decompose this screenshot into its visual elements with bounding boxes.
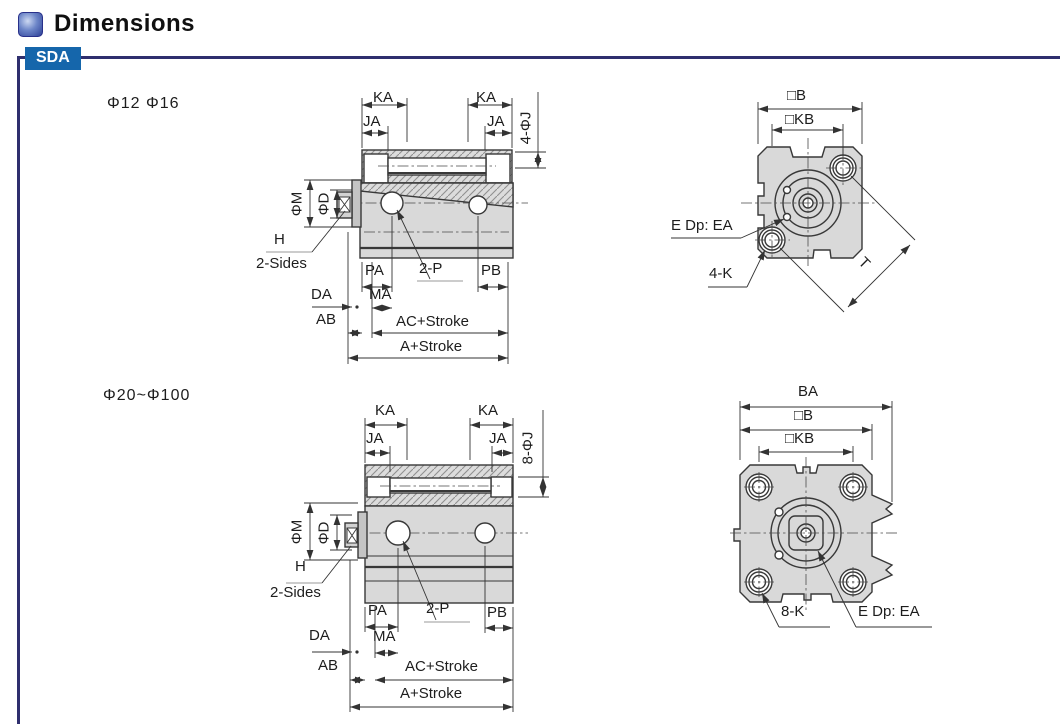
fig1-dim-square-kb: □KB [785,111,815,128]
fig2-dim-ba: BA [798,383,819,400]
fig1-dim-pb: PB [481,262,502,279]
page-title: Dimensions [54,10,196,37]
fig2-dim-ka-left: KA [375,402,396,419]
fig1-dim-phi-d: ΦD [315,192,333,216]
fig1-side-view [336,149,528,259]
fig2-dim-8-phi-j: 8-ΦJ [519,431,537,465]
fig2-callout-8-k: 8-K [781,603,805,620]
fig2-bore-range-title: Φ20~Φ100 [103,387,191,404]
fig1-front-dimensions [671,102,916,313]
fig1-cap-hole-right [485,153,511,184]
fig1-side-dimensions [266,92,546,364]
series-tab-sda: SDA [25,47,81,70]
fig1-dim-da: DA [311,286,332,303]
fig2-dim-a-stroke: A+Stroke [400,685,463,702]
fig2-side-dimensions [286,410,549,712]
fig2-dim-ac-stroke: AC+Stroke [405,658,478,675]
fig1-dim-phi-m: ΦM [288,191,306,217]
fig2-front-dimensions [739,401,932,628]
fig1-port-right [468,195,488,215]
fig1-callout-2-p: 2-P [419,260,443,277]
fig1-dim-ab: AB [316,311,337,328]
fig1-dim-ka-left: KA [373,89,394,106]
fig2-callout-2-p: 2-P [426,600,450,617]
fig2-dim-square-kb: □KB [785,430,815,447]
fig2-cylinder-body [364,505,514,604]
fig1-dim-pa: PA [365,262,384,279]
fig2-e-hole-bottom [774,550,784,560]
fig2-dim-pb: PB [487,604,508,621]
fig2-e-hole-top [774,507,784,517]
fig1-e-hole-top [782,185,792,195]
fig2-callout-e-depth: E Dp: EA [858,603,920,620]
fig1-e-hole-bottom [782,212,792,222]
fig2-note-2-sides: 2-Sides [270,584,321,601]
fig1-dim-t: T [854,253,874,273]
fig2-dim-ma: MA [373,628,396,645]
fig1-dim-ka-right: KA [476,89,497,106]
fig1-bore-range-title: Φ12 Φ16 [107,95,180,112]
fig2-dim-square-b: □B [794,407,814,424]
fig1-dim-ja-right: JA [487,113,505,130]
fig2-port-left [385,520,411,546]
fig2-dim-ab: AB [318,657,339,674]
fig2-cap-channel [389,477,492,494]
section-header: Dimensions [18,10,195,38]
fig2-dim-h: H [295,558,306,575]
fig1-callout-4-k: 4-K [709,265,733,282]
fig1-dim-ac-stroke: AC+Stroke [396,313,469,330]
section-bullet-icon [18,11,43,37]
fig2-dim-phi-m: ΦM [288,519,306,545]
fig1-port-left [380,191,404,215]
fig2-port-right [474,522,496,544]
fig1-dim-square-b: □B [787,87,807,104]
fig2-dim-ja-left: JA [366,430,384,447]
fig2-dim-pa: PA [368,602,387,619]
fig2-dim-phi-d: ΦD [315,521,333,545]
fig1-cap-channel [387,157,487,176]
fig2-dim-ja-right: JA [489,430,507,447]
fig1-dim-ja-left: JA [363,113,381,130]
fig2-dim-ka-right: KA [478,402,499,419]
fig1-dim-ma: MA [369,286,392,303]
fig1-callout-e-depth: E Dp: EA [671,217,733,234]
fig1-note-2-sides: 2-Sides [256,255,307,272]
fig2-front-view [730,457,900,612]
content-frame [17,56,1060,724]
fig2-side-view [344,464,528,604]
fig2-dim-da: DA [309,627,330,644]
fig1-dim-h: H [274,231,285,248]
fig1-dim-4-phi-j: 4-ΦJ [517,111,535,145]
fig1-dim-a-stroke: A+Stroke [400,338,463,355]
